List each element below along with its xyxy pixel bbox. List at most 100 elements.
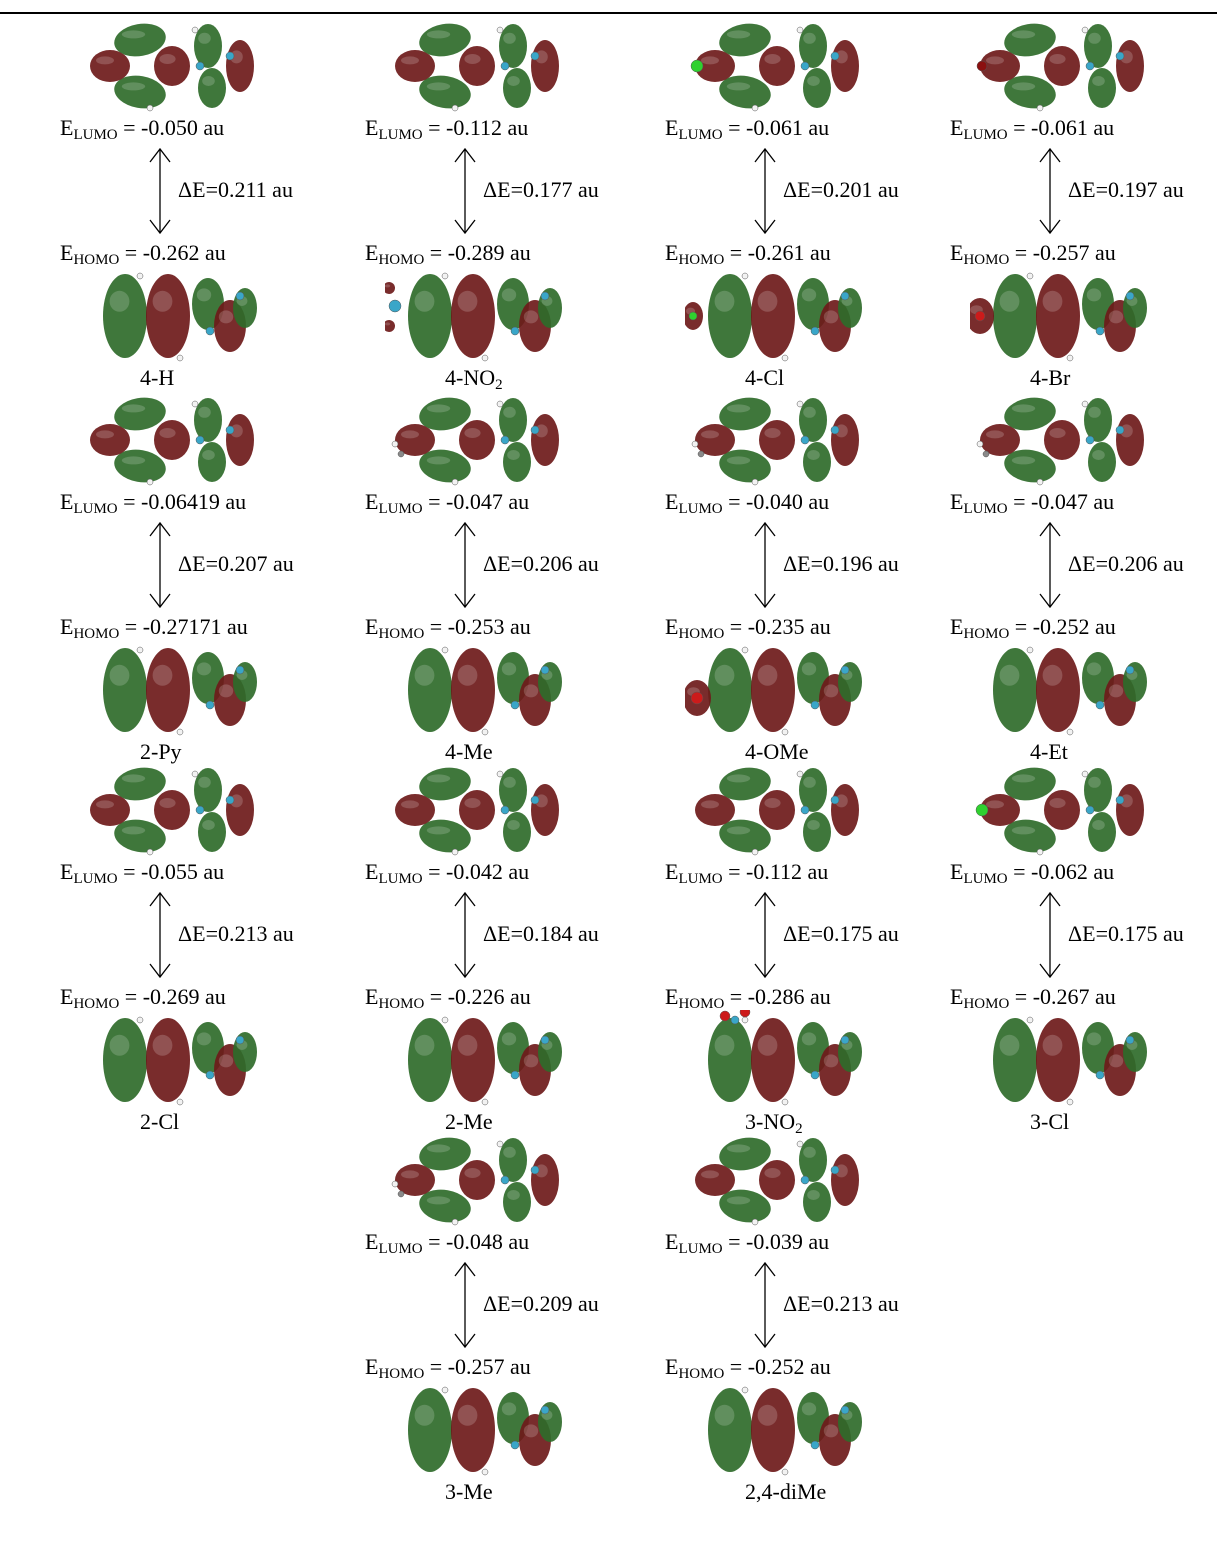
homo-energy-label: EHOMO = -0.269 au <box>60 984 226 1013</box>
energy-symbol: E <box>60 240 74 265</box>
nitrogen-atom <box>510 1440 520 1450</box>
carbon-atom <box>397 450 405 458</box>
orbital-lobe-positive <box>1084 768 1112 812</box>
orbital-lobe-negative <box>695 424 735 456</box>
energy-symbol: E <box>365 984 379 1009</box>
homo-orbital-image <box>685 272 862 362</box>
energy-symbol: E <box>665 1229 679 1254</box>
homo-orbital-image <box>708 1386 862 1476</box>
orbital-lobe-positive <box>499 398 527 442</box>
lobe-highlight <box>757 290 778 312</box>
orbital-lobe-negative <box>751 1388 795 1472</box>
nitrogen-atom <box>1125 291 1135 301</box>
lobe-highlight <box>414 1034 435 1056</box>
lumo-energy-label: ELUMO = -0.047 au <box>365 490 529 518</box>
lobe-highlight <box>726 82 751 91</box>
orbital-lobe-negative <box>1116 414 1144 466</box>
orbital-lobe-negative <box>459 420 495 460</box>
lobe-highlight <box>523 1424 539 1438</box>
lumo-orbital-image <box>391 397 559 486</box>
lumo-subscript: LUMO <box>378 127 423 143</box>
orbital-lobe-negative <box>831 414 859 466</box>
homo-value: = -0.261 au <box>724 240 831 265</box>
energy-gap-label: ΔE=0.177 au <box>483 177 599 202</box>
orbital-lobe-negative <box>1044 420 1080 460</box>
double-arrow-icon <box>149 891 171 979</box>
lobe-highlight <box>196 1032 212 1046</box>
lobe-highlight <box>503 776 516 788</box>
lobe-highlight <box>999 664 1020 686</box>
homo-value: = -0.252 au <box>724 1354 831 1379</box>
orbital-lobe-negative <box>531 414 559 466</box>
lobe-highlight <box>218 310 234 324</box>
orbital-lobe-negative <box>395 424 435 456</box>
orbital-lobe-negative <box>831 1154 859 1206</box>
lobe-highlight <box>726 826 751 835</box>
lobe-highlight <box>401 56 419 65</box>
energy-gap-label: ΔE=0.213 au <box>178 921 294 946</box>
lobe-highlight <box>96 56 114 65</box>
lobe-highlight <box>414 664 435 686</box>
hydrogen-atom <box>451 478 459 486</box>
lobe-highlight <box>807 76 820 86</box>
hydrogen-atom <box>1026 646 1034 654</box>
lobe-highlight <box>803 776 816 788</box>
lobe-highlight <box>726 774 751 783</box>
homo-orbital-image <box>103 646 257 736</box>
orbital-lobe-positive <box>1088 68 1116 108</box>
lumo-orbital-image <box>90 397 254 486</box>
molecule-name: 4-Me <box>445 740 493 764</box>
lobe-highlight <box>726 1144 751 1153</box>
hydrogen-atom <box>1036 104 1044 112</box>
energy-symbol: E <box>665 984 679 1009</box>
hydrogen-atom <box>136 1016 144 1024</box>
lumo-energy-label: ELUMO = -0.061 au <box>950 116 1114 144</box>
lobe-highlight <box>1011 82 1036 91</box>
lobe-highlight <box>999 290 1020 312</box>
hydrogen-atom <box>976 440 984 448</box>
lumo-value: = -0.06419 au <box>117 489 247 514</box>
homo-orbital-image <box>103 272 257 362</box>
double-arrow-icon <box>454 891 476 979</box>
lobe-highlight <box>218 1054 234 1068</box>
energy-symbol: E <box>950 984 964 1009</box>
nitrogen-atom <box>810 326 820 336</box>
orbital-lobe-negative <box>980 424 1020 456</box>
double-arrow-icon <box>454 147 476 235</box>
double-arrow-icon <box>754 147 776 235</box>
hydrogen-atom <box>191 400 199 408</box>
lobe-highlight <box>121 404 146 413</box>
nitrogen-atom <box>1095 326 1105 336</box>
homo-subscript: HOMO <box>73 252 120 268</box>
orbital-lobe-positive <box>803 812 831 852</box>
orbital-lobe-positive <box>103 274 147 358</box>
lobe-highlight <box>801 1032 817 1046</box>
homo-subscript: HOMO <box>678 1366 725 1382</box>
energy-symbol: E <box>60 984 74 1009</box>
homo-energy-label: EHOMO = -0.289 au <box>365 241 531 269</box>
energy-symbol: E <box>60 614 74 639</box>
nitrogen-atom <box>830 425 840 435</box>
lobe-highlight <box>1042 290 1063 312</box>
nitrogen-atom <box>1095 1070 1105 1080</box>
lobe-highlight <box>807 1190 820 1200</box>
lobe-highlight <box>764 798 781 808</box>
lobe-highlight <box>701 1170 719 1179</box>
orbital-lobe-positive <box>708 1018 752 1102</box>
orbital-lobe-positive <box>198 68 226 108</box>
orbital-lobe-positive <box>419 1137 471 1171</box>
lumo-orbital-image <box>695 1137 859 1226</box>
lobe-highlight <box>714 290 735 312</box>
hydrogen-atom <box>796 1140 804 1148</box>
molecule-name: 2-Me <box>445 1110 493 1134</box>
lobe-highlight <box>823 684 839 698</box>
nitrogen-atom <box>800 61 810 71</box>
lumo-energy-label: ELUMO = -0.040 au <box>665 490 829 518</box>
hydrogen-atom <box>176 354 184 362</box>
hydrogen-atom <box>496 400 504 408</box>
lumo-energy-label: ELUMO = -0.06419 au <box>60 489 247 518</box>
orbital-lobe-positive <box>114 819 166 853</box>
